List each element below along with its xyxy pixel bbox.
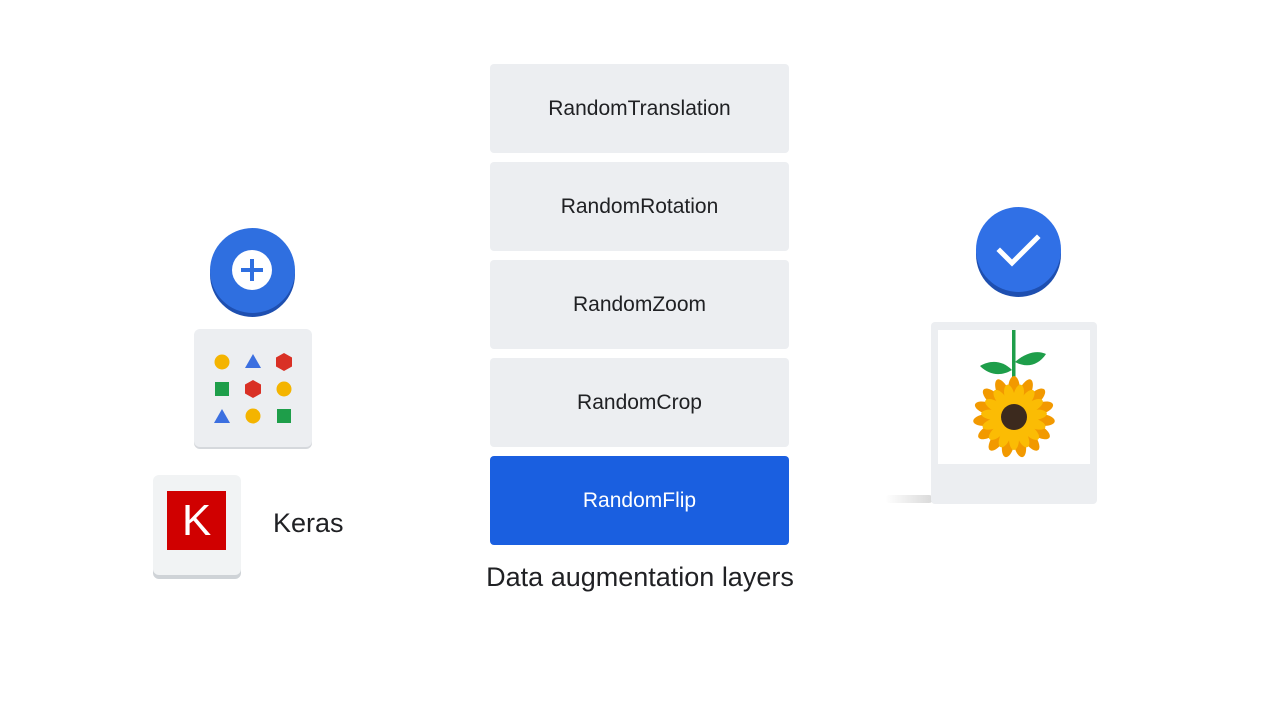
layer-label: RandomTranslation <box>548 96 731 120</box>
shapes-grid-icon <box>194 329 312 447</box>
layer-random-flip: RandomFlip <box>490 456 789 545</box>
checkmark-icon <box>976 207 1061 292</box>
layer-label: RandomRotation <box>560 194 719 218</box>
plus-icon <box>210 228 295 313</box>
keras-label: Keras <box>273 508 344 538</box>
sunflower-icon <box>938 330 1090 464</box>
layer-label: RandomZoom <box>572 292 707 316</box>
keras-card: K <box>153 475 241 575</box>
layer-random-rotation: RandomRotation <box>490 162 789 251</box>
layer-random-crop: RandomCrop <box>490 358 789 447</box>
photo-shadow <box>885 495 933 503</box>
keras-logo: K <box>167 491 226 550</box>
layer-random-zoom: RandomZoom <box>490 260 789 349</box>
layer-random-translation: RandomTranslation <box>490 64 789 153</box>
image-card <box>931 322 1097 504</box>
diagram-caption: Data augmentation layers <box>486 562 794 592</box>
layer-label: RandomFlip <box>582 488 697 512</box>
layer-label: RandomCrop <box>577 390 702 414</box>
